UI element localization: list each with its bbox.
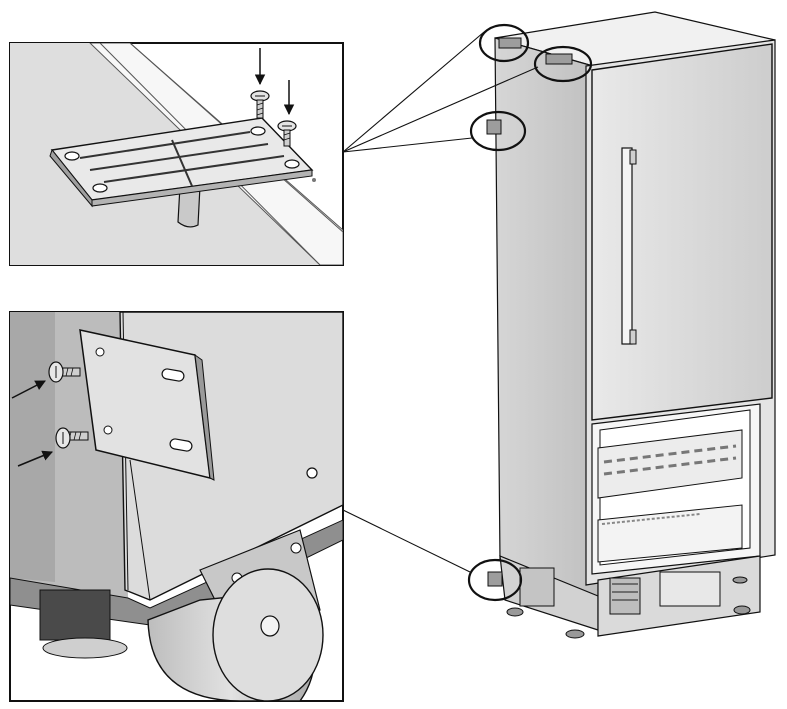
leader-lines: [342, 31, 539, 573]
top-bracket-mark-left: [498, 37, 522, 49]
side-anti-tip-plate: [79, 329, 215, 481]
arrow-side-screw-lower: [17, 450, 53, 467]
detail-top-bracket: [9, 42, 344, 266]
side-screw-upper: [48, 361, 81, 383]
side-bracket-mark-lower: [487, 571, 503, 587]
side-screw-lower: [55, 427, 89, 449]
cabinet-base: [499, 555, 761, 639]
cabinet-side-panel: [494, 37, 601, 601]
callout-circle-top-left: [478, 23, 530, 63]
arrow-side-screw-upper: [11, 380, 46, 399]
top-screw-left: [250, 90, 270, 119]
drawer-compartment: [591, 403, 761, 575]
callout-circle-side-upper: [469, 110, 527, 152]
refrigerator: [486, 11, 776, 639]
freezer-door: [591, 43, 773, 421]
door-handle: [621, 147, 637, 345]
side-bracket-mark-upper: [486, 119, 502, 135]
top-bracket-mark-right: [545, 53, 573, 65]
callout-circle-side-lower: [467, 558, 523, 602]
detail-bottom-bracket: [9, 311, 344, 702]
caster-wheel: [147, 568, 324, 701]
callout-circles: [467, 23, 593, 602]
callout-circle-top-right: [533, 45, 593, 83]
top-mounting-plate: [49, 117, 314, 208]
top-screw-right: [277, 120, 297, 147]
